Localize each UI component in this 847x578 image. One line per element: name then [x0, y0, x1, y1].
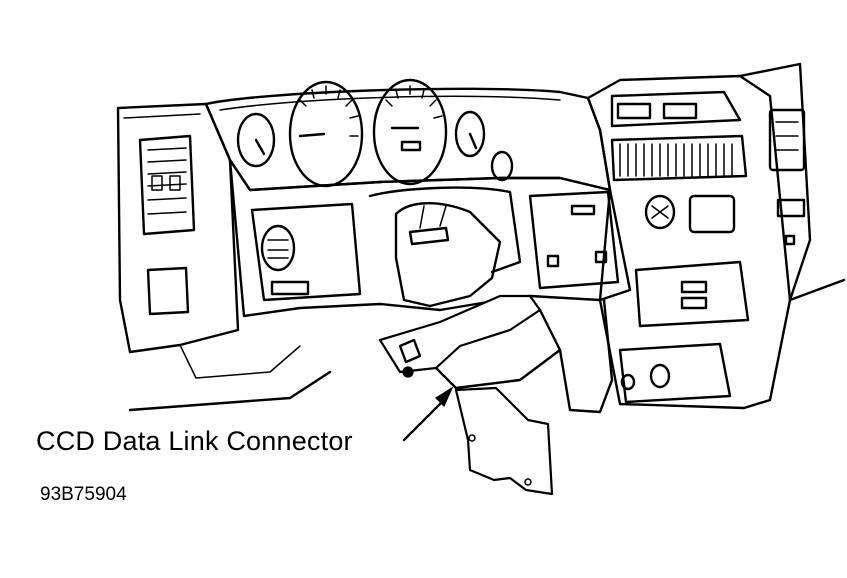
- steering-column: [394, 202, 502, 308]
- callout-arrow: [402, 386, 454, 442]
- mounting-bracket: [454, 386, 554, 496]
- connector-callout-label: CCD Data Link Connector: [36, 426, 353, 456]
- center-console: [586, 74, 792, 410]
- under-dash-bracket: [378, 294, 614, 422]
- gauges: [236, 78, 514, 188]
- left-side-panel: [116, 102, 332, 412]
- right-side-panel: [738, 62, 846, 302]
- instrument-cluster: [204, 87, 612, 192]
- lower-dash: [228, 158, 632, 318]
- figure-id: 93B75904: [40, 484, 127, 505]
